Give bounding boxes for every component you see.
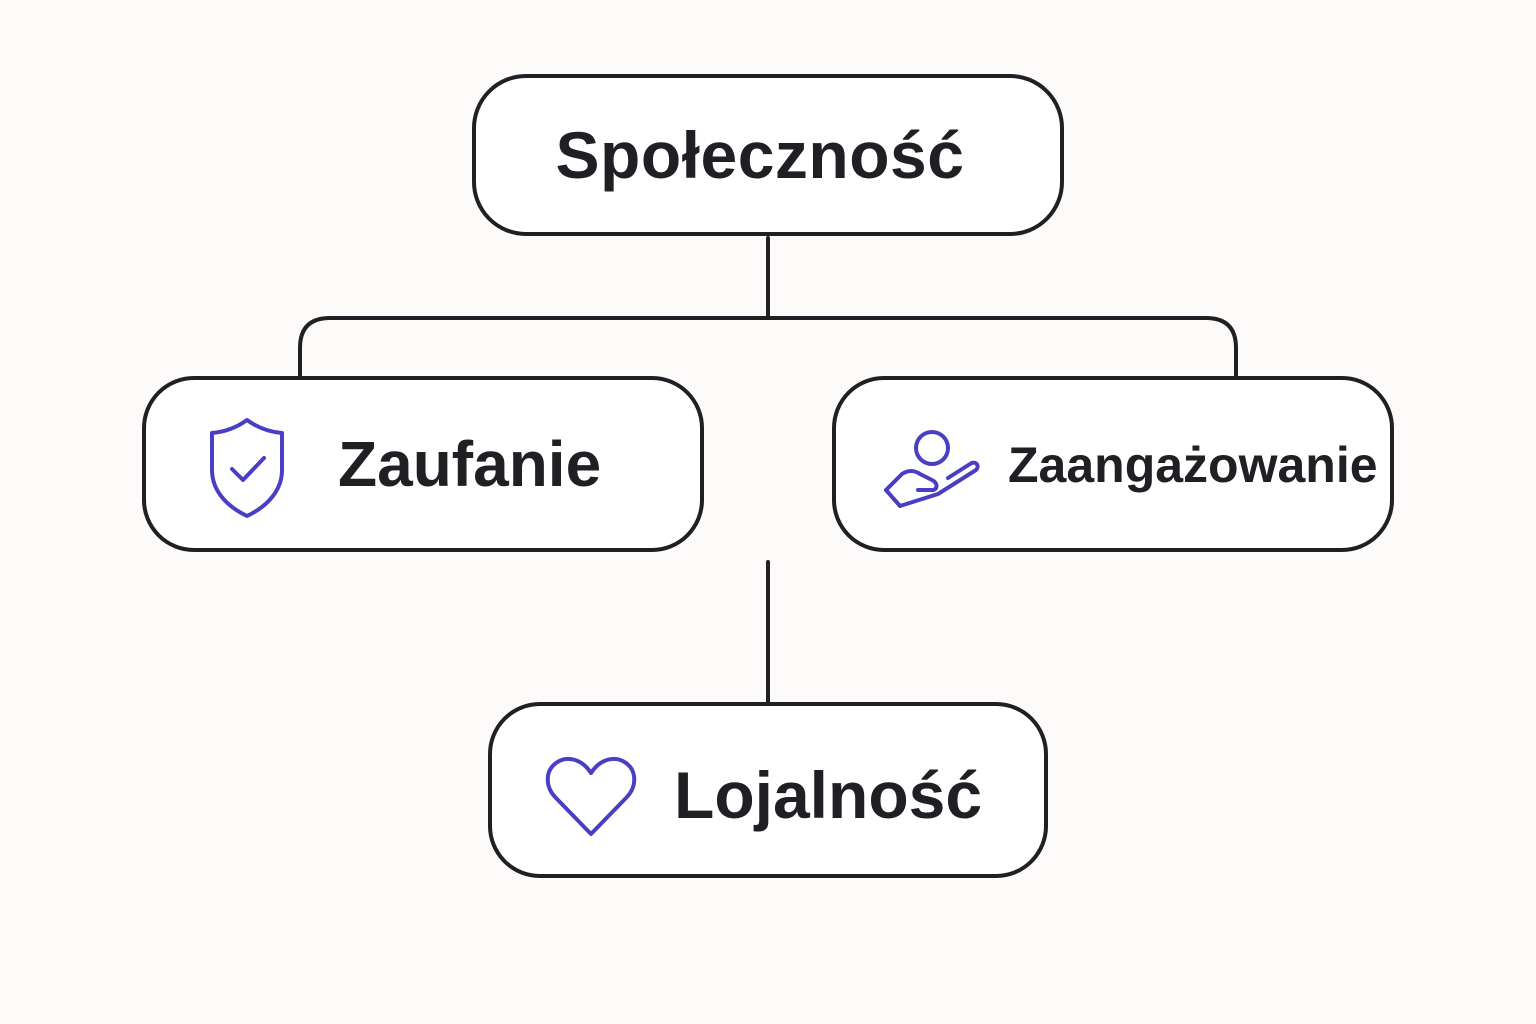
node-trust: Zaufanie bbox=[142, 376, 704, 552]
shield-check-icon bbox=[210, 418, 284, 518]
branch-line bbox=[298, 316, 1238, 378]
node-loyalty-label: Lojalność bbox=[674, 758, 983, 832]
hand-person-icon bbox=[884, 430, 980, 508]
heart-icon bbox=[545, 756, 637, 836]
node-engagement: Zaangażowanie bbox=[832, 376, 1394, 552]
node-trust-label: Zaufanie bbox=[338, 428, 602, 500]
node-engagement-label: Zaangażowanie bbox=[1008, 437, 1378, 493]
node-community-label: Społeczność bbox=[555, 118, 965, 192]
node-loyalty: Lojalność bbox=[488, 702, 1048, 878]
node-community: Społeczność bbox=[472, 74, 1064, 236]
